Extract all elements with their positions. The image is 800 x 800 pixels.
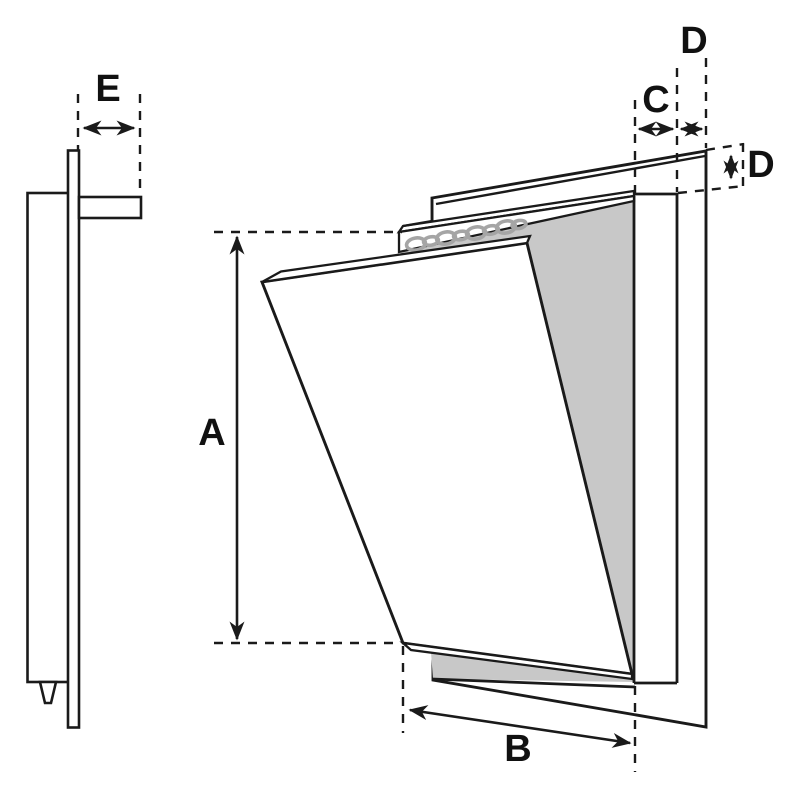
dimension-label-b: B [504,728,532,770]
dimension-label-d-side: D [747,144,775,186]
dimension-label-e: E [95,68,121,110]
profile-top-flange [77,195,143,220]
side-profile-view [26,149,143,729]
frame-flange-top-face-edge [435,154,706,206]
profile-door-slab [26,191,70,684]
dimension-label-c: C [642,79,670,121]
door-panel [259,234,634,681]
frame-bottom-front-edge [431,677,636,689]
dimension-label-a: A [198,412,226,454]
door-top-bevel [261,234,532,284]
chain [404,218,528,252]
main-perspective-view [259,149,708,729]
sill-to-flange-edge [402,219,433,228]
profile-latch-tab [38,680,58,705]
ext-d-side-top [705,142,745,152]
dimension-label-d-top: D [680,20,708,62]
door-bottom-bevel [399,641,634,681]
extension-lines [76,58,745,772]
dimension-arrows [82,120,739,748]
profile-frame-strip [66,149,81,729]
ext-d-side-bottom [677,184,745,195]
arrow-b [408,705,632,748]
